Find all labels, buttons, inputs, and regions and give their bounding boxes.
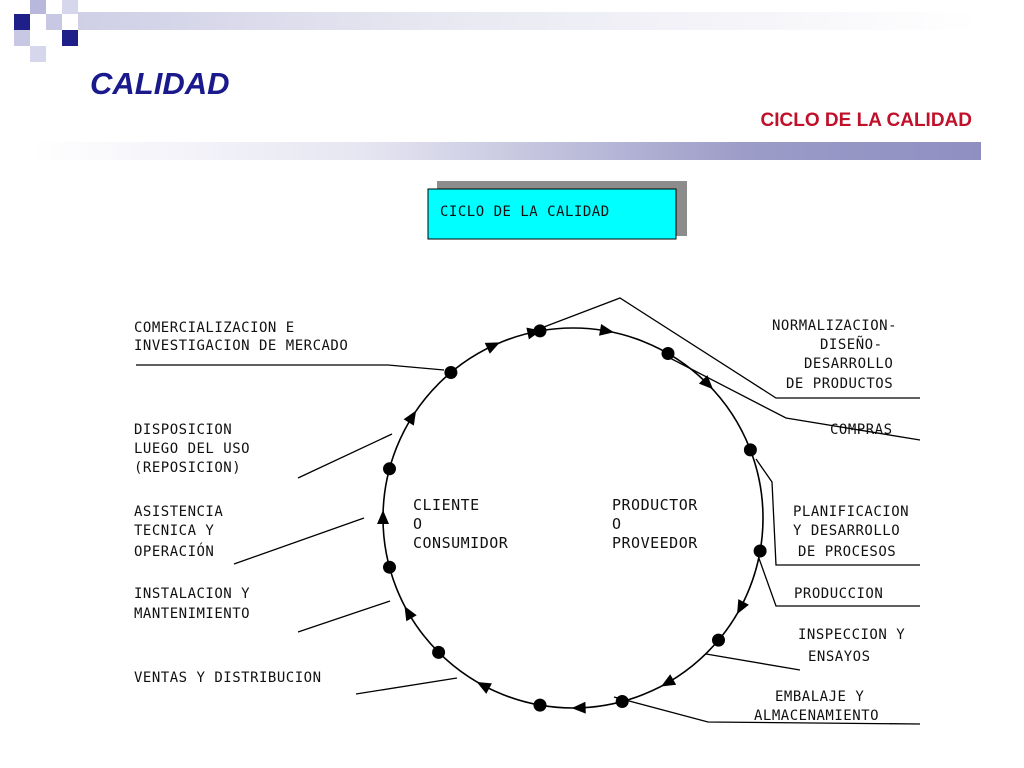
label-asistencia-line-1: ASISTENCIA [134, 504, 223, 520]
label-normalizacion-line-3: DESARROLLO [804, 356, 893, 372]
leader-line-6 [535, 297, 920, 399]
cycle-arrow-9 [403, 410, 417, 426]
cycle-arrows [377, 323, 749, 714]
slide-subtitle: CICLO DE LA CALIDAD [760, 110, 972, 131]
cycle-dot-6 [615, 695, 629, 708]
label-planificacion-line-2: Y DESARROLLO [793, 523, 900, 539]
label-asistencia-line-3: OPERACIÓN [134, 542, 214, 560]
cycle-dot-8 [432, 645, 446, 659]
cycle-arrow-8 [377, 510, 389, 524]
label-embalaje: EMBALAJE Y ALMACENAMIENTO [754, 689, 879, 724]
header-band [78, 12, 981, 30]
cycle-arrow-6 [476, 682, 492, 694]
deco-square-light-2 [46, 14, 62, 30]
deco-square-light-3 [62, 0, 78, 14]
center-right-line-1: PRODUCTOR [612, 496, 698, 514]
center-left-line-3: CONSUMIDOR [413, 534, 509, 552]
leader-lines [136, 297, 921, 725]
label-embalaje-line-2: ALMACENAMIENTO [754, 708, 879, 724]
label-disposicion: DISPOSICION LUEGO DEL USO (REPOSICION) [134, 422, 250, 476]
cycle-dot-4 [753, 544, 767, 558]
leader-line-11 [613, 696, 921, 725]
deco-square-light-1 [30, 0, 46, 14]
cycle-arrow-2 [698, 375, 714, 390]
label-produccion-line-1: PRODUCCION [794, 586, 883, 602]
label-produccion: PRODUCCION [794, 586, 883, 602]
leader-line-2 [297, 433, 393, 479]
label-ventas-line-1: VENTAS Y DISTRIBUCION [134, 670, 322, 686]
label-asistencia: ASISTENCIA TECNICA Y OPERACIÓN [134, 504, 223, 560]
slide-title: CALIDAD [90, 66, 230, 101]
label-planificacion-line-1: PLANIFICACION [793, 504, 909, 520]
label-planificacion: PLANIFICACION Y DESARROLLO DE PROCESOS [793, 504, 909, 560]
cycle-dot-7 [533, 698, 547, 712]
label-disposicion-line-2: LUEGO DEL USO [134, 441, 250, 457]
cycle-dot-5 [712, 633, 725, 647]
center-left-line-2: O [413, 515, 423, 533]
deco-square-navy-2 [62, 30, 78, 46]
center-left-line-1: CLIENTE [413, 496, 480, 514]
deco-square-light-5 [30, 46, 46, 62]
label-comercializacion-line-1: COMERCIALIZACION E [134, 320, 295, 336]
center-left-label: CLIENTE O CONSUMIDOR [413, 496, 509, 552]
cycle-arrow-11 [526, 327, 542, 340]
leader-line-5 [355, 677, 458, 695]
cycle-arrow-5 [571, 701, 586, 714]
cycle-arrow-10 [484, 342, 500, 354]
title-box [427, 188, 677, 240]
center-right-label: PRODUCTOR O PROVEEDOR [612, 496, 698, 552]
leader-line-9 [755, 549, 920, 607]
leader-line-8 [755, 458, 920, 566]
label-normalizacion-line-2: DISEÑO- [820, 336, 883, 353]
title-box-label: CICLO DE LA CALIDAD [440, 204, 610, 220]
label-instalacion-line-1: INSTALACION Y [134, 586, 250, 602]
label-inspeccion: INSPECCION Y ENSAYOS [798, 627, 905, 665]
center-right-line-3: PROVEEDOR [612, 534, 698, 552]
label-inspeccion-line-1: INSPECCION Y [798, 627, 905, 643]
center-right-line-2: O [612, 515, 622, 533]
label-embalaje-line-1: EMBALAJE Y [775, 689, 864, 705]
cycle-arrow-4 [661, 674, 677, 687]
cycle-arrow-3 [737, 599, 749, 615]
label-comercializacion-line-2: INVESTIGACION DE MERCADO [134, 338, 348, 354]
label-inspeccion-line-2: ENSAYOS [808, 649, 871, 665]
cycle-arrow-7 [404, 606, 417, 622]
deco-square-light-4 [14, 30, 30, 46]
label-normalizacion: NORMALIZACION- DISEÑO- DESARROLLO DE PRO… [772, 318, 897, 392]
cycle-dot-3 [743, 443, 757, 457]
label-normalizacion-line-4: DE PRODUCTOS [786, 376, 893, 392]
label-instalacion-line-2: MANTENIMIENTO [134, 606, 250, 622]
label-asistencia-line-2: TECNICA Y [134, 523, 214, 539]
label-comercializacion: COMERCIALIZACION E INVESTIGACION DE MERC… [134, 320, 348, 354]
leader-line-3 [233, 517, 365, 565]
cycle-dot-10 [383, 462, 396, 476]
label-ventas: VENTAS Y DISTRIBUCION [134, 670, 322, 686]
leader-line-4 [297, 600, 391, 633]
label-planificacion-line-3: DE PROCESOS [798, 544, 896, 560]
cycle-dot-9 [383, 560, 396, 574]
label-disposicion-line-1: DISPOSICION [134, 422, 232, 438]
label-instalacion: INSTALACION Y MANTENIMIENTO [134, 586, 250, 622]
cycle-dot-2 [661, 347, 675, 360]
deco-square-navy-1 [14, 14, 30, 30]
leader-line-1 [136, 364, 445, 371]
title-underline-bar [30, 142, 981, 160]
cycle-dot-11 [444, 366, 458, 379]
label-normalizacion-line-1: NORMALIZACION- [772, 318, 897, 334]
cycle-arrow-1 [599, 323, 614, 336]
leader-line-10 [705, 653, 801, 671]
label-disposicion-line-3: (REPOSICION) [134, 460, 241, 476]
